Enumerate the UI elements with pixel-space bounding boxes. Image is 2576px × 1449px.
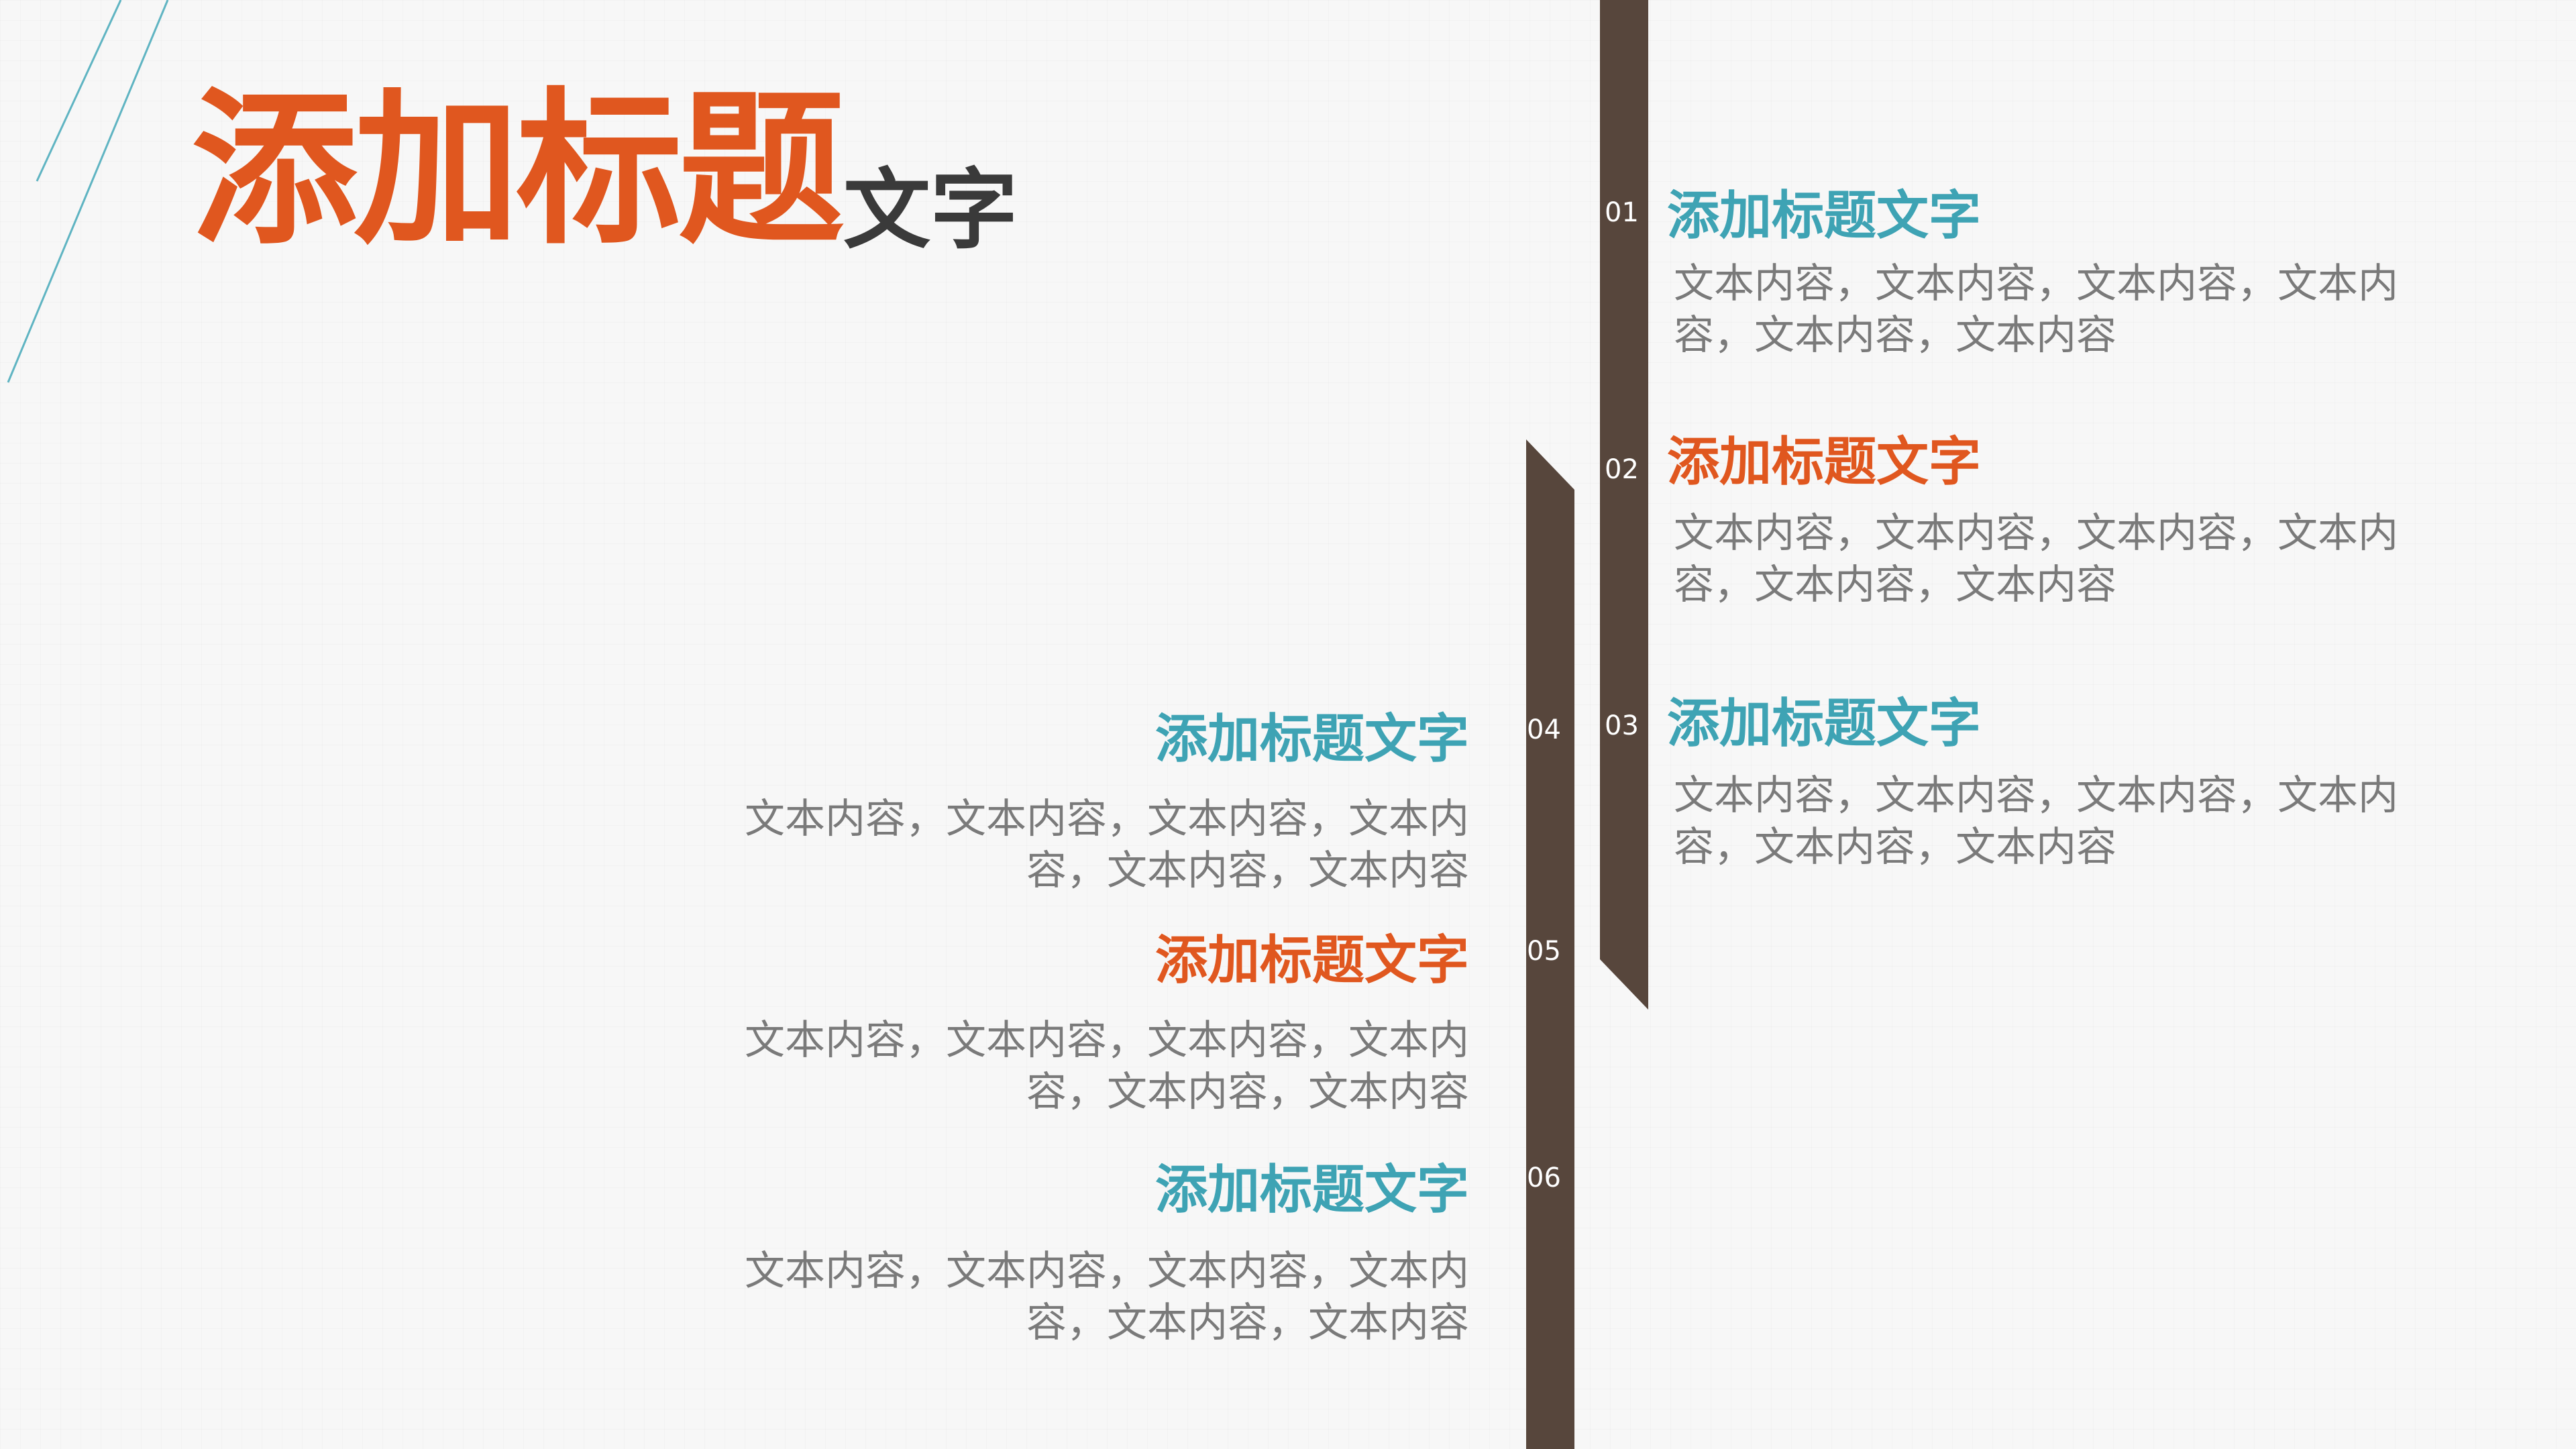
item-body: 文本内容，文本内容，文本内容，文本内容，文本内容，文本内容 — [745, 796, 1469, 894]
item-heading: 添加标题文字 — [1155, 709, 1469, 769]
item-heading: 添加标题文字 — [1155, 930, 1469, 991]
page-title-sub: 文字 — [843, 159, 1018, 261]
item-heading: 添加标题文字 — [1667, 186, 1982, 246]
item-heading: 添加标题文字 — [1667, 432, 1982, 492]
item-body: 文本内容，文本内容，文本内容，文本内容，文本内容，文本内容 — [1674, 772, 2398, 871]
diagonal-line-2 — [7, 0, 169, 383]
diagonal-line-1 — [36, 0, 122, 182]
item-number: 05 — [1527, 936, 1561, 967]
page-title-main: 添加标题 — [191, 74, 845, 267]
decorative-diagonal-lines — [7, 0, 169, 383]
item-number: 06 — [1527, 1163, 1561, 1193]
item-body: 文本内容，文本内容，文本内容，文本内容，文本内容，文本内容 — [1674, 260, 2398, 359]
item-body: 文本内容，文本内容，文本内容，文本内容，文本内容，文本内容 — [745, 1248, 1469, 1346]
item-number: 03 — [1605, 710, 1639, 741]
item-number: 01 — [1605, 197, 1639, 228]
item-number: 04 — [1527, 714, 1561, 745]
timeline-bar-right — [1600, 0, 1648, 1010]
item-body: 文本内容，文本内容，文本内容，文本内容，文本内容，文本内容 — [745, 1017, 1469, 1116]
timeline-bar-left — [1526, 439, 1574, 1449]
item-heading: 添加标题文字 — [1155, 1160, 1469, 1220]
item-body: 文本内容，文本内容，文本内容，文本内容，文本内容，文本内容 — [1674, 510, 2398, 608]
item-heading: 添加标题文字 — [1667, 694, 1982, 754]
page-title: 添加标题文字 — [191, 87, 1018, 254]
item-number: 02 — [1605, 454, 1639, 485]
